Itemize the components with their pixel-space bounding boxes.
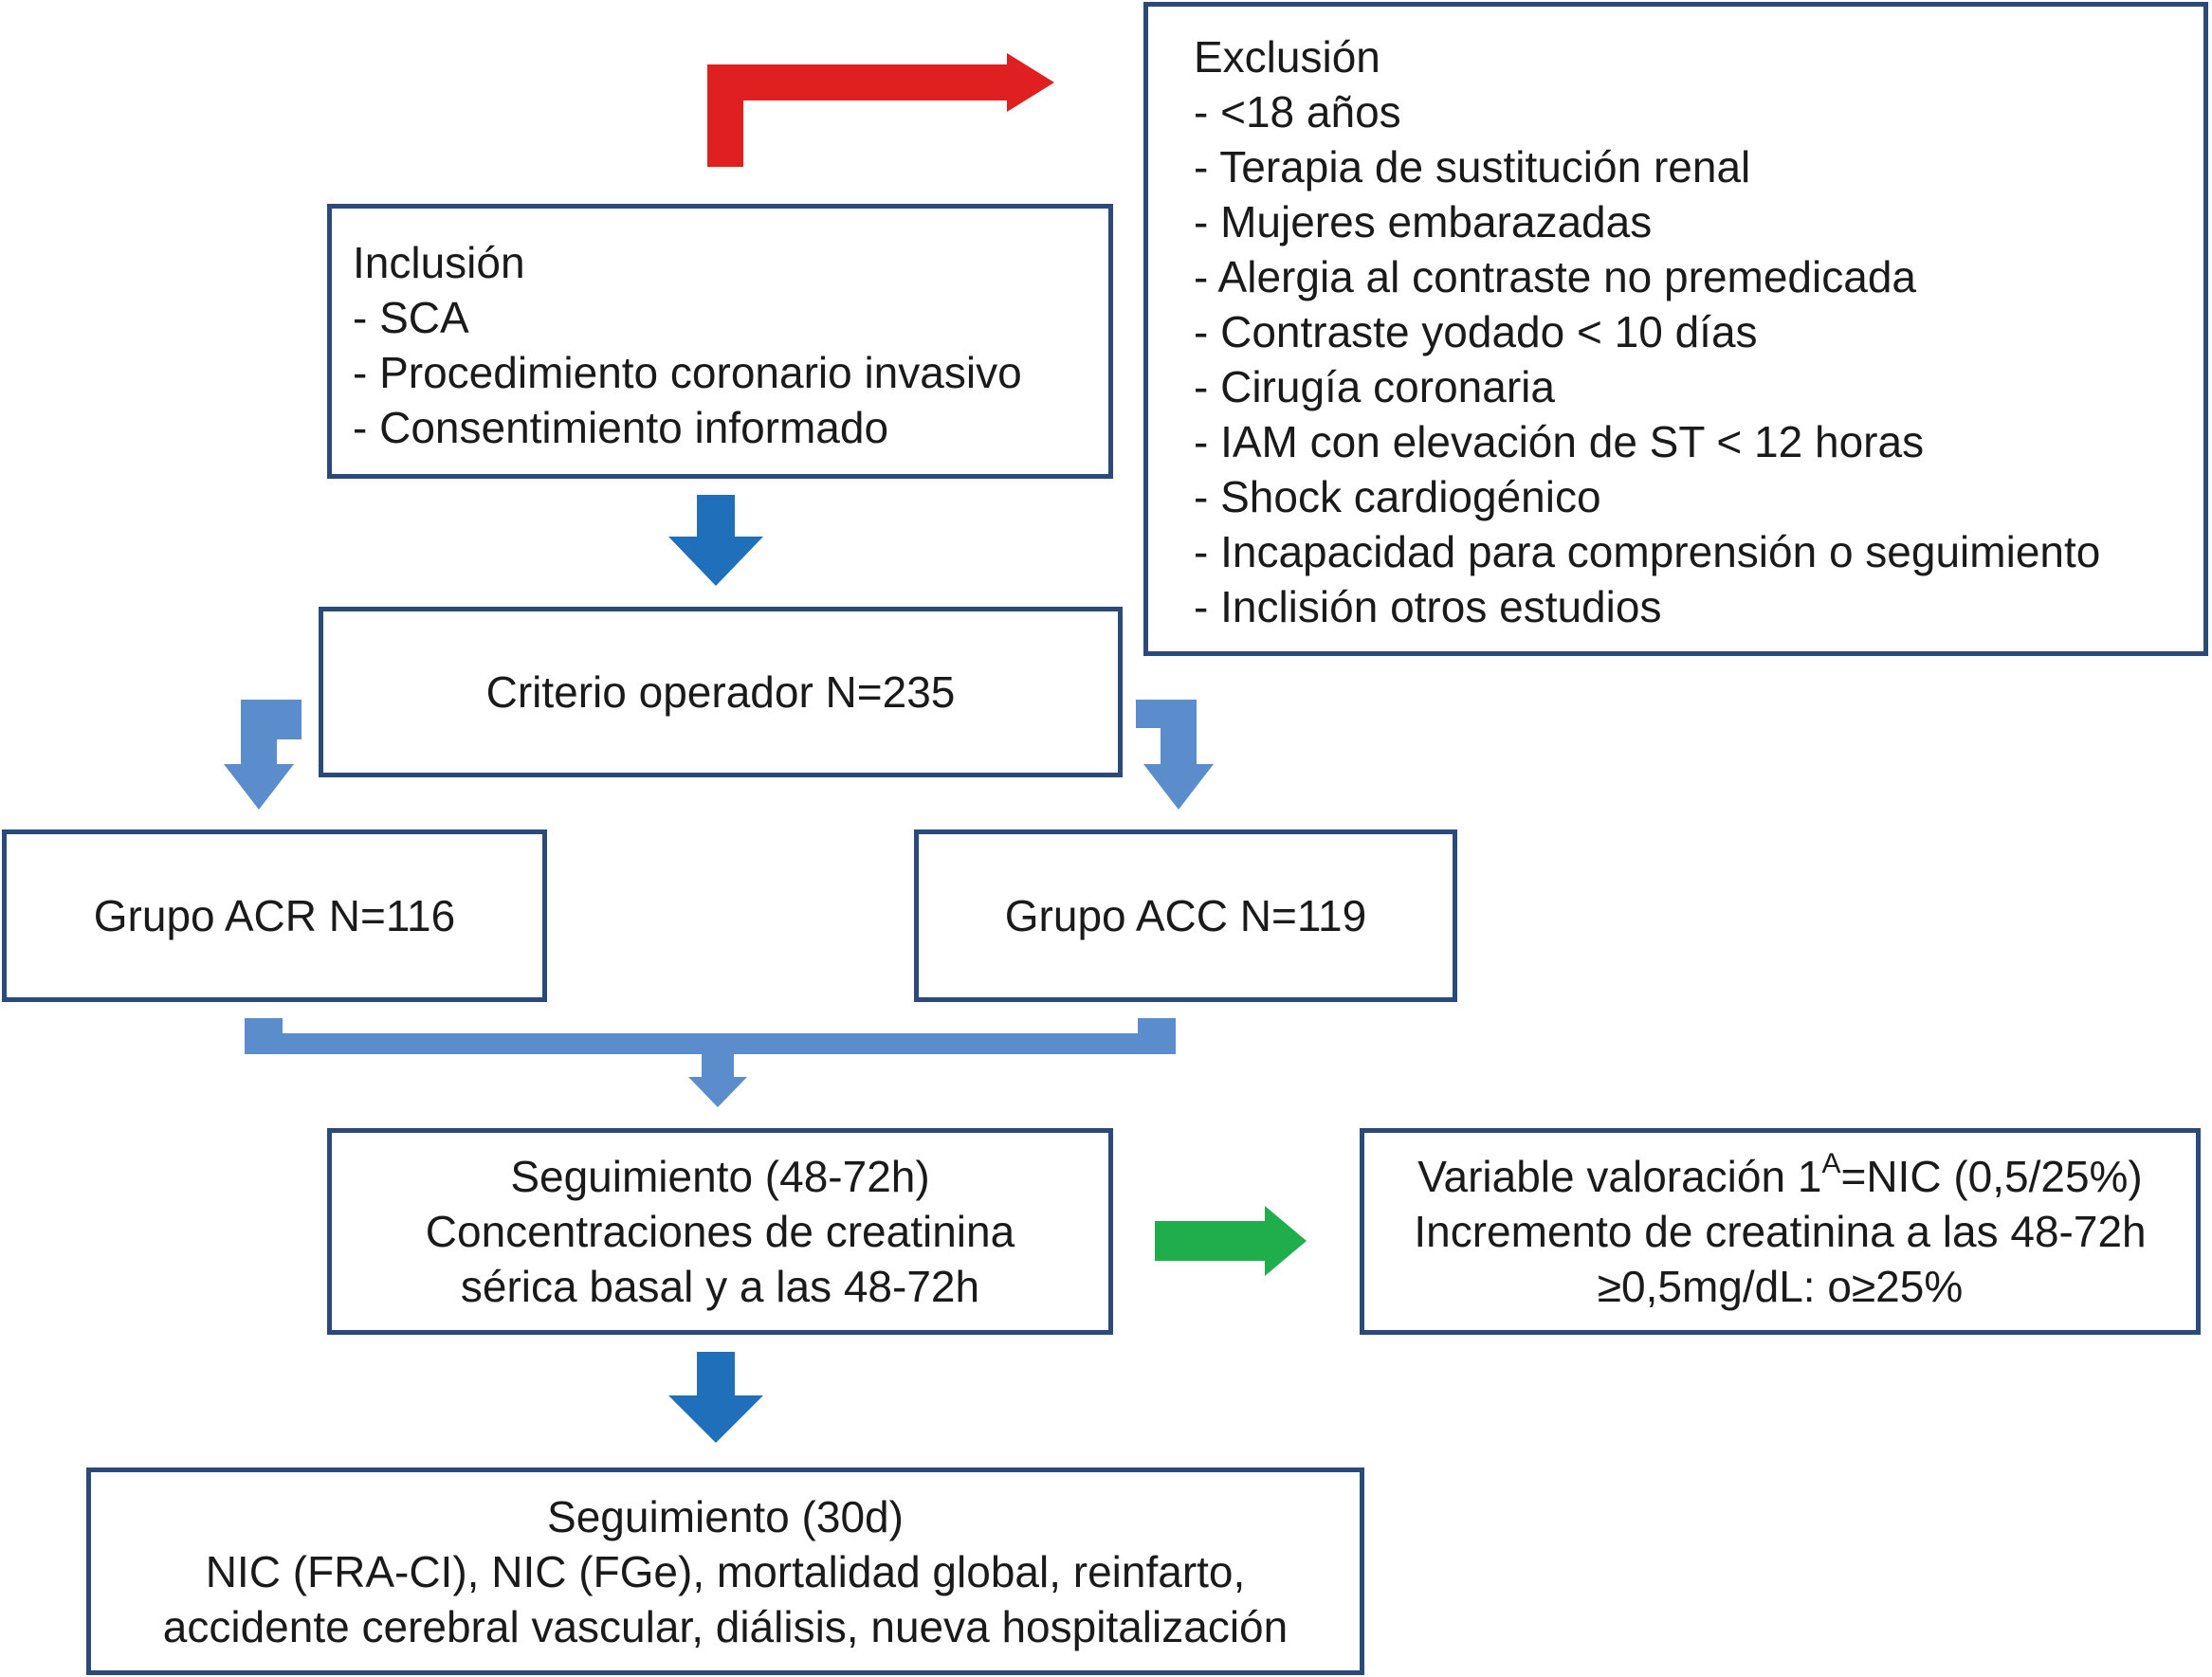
inclusion-title: Inclusión [353, 238, 525, 287]
outcome-variable-superscript: A [1821, 1147, 1841, 1179]
inclusion-item: - SCA [353, 293, 469, 342]
outcome-variable-suffix: =NIC (0,5/25%) [1840, 1152, 2143, 1201]
down-arrow-1 [668, 495, 763, 586]
outcome-variable-prefix: Variable valoración 1 [1417, 1152, 1822, 1201]
operator-box: Criterio operador N=235 [319, 607, 1123, 777]
followup-30d-box: Seguimiento (30d) NIC (FRA-CI), NIC (FGe… [86, 1467, 1364, 1675]
exclusion-item: - Cirugía coronaria [1194, 362, 1555, 411]
exclusion-item: - IAM con elevación de ST < 12 horas [1194, 417, 1925, 466]
exclusion-box: Exclusión - <18 años - Terapia de sustit… [1143, 2, 2208, 656]
elbow-arrow-left [224, 700, 302, 810]
exclusion-item: - Incapacidad para comprensión o seguimi… [1194, 527, 2101, 576]
exclusion-item: - Contraste yodado < 10 días [1194, 307, 1758, 356]
down-arrow-2 [668, 1352, 763, 1443]
outcome-variable-line2: Incremento de creatinina a las 48-72h [1414, 1207, 2147, 1256]
operator-label: Criterio operador N=235 [485, 667, 956, 717]
outcome-variable-box: Variable valoración 1A=NIC (0,5/25%) Inc… [1360, 1128, 2201, 1335]
inclusion-box: Inclusión - SCA - Procedimiento coronari… [327, 204, 1113, 479]
group-acr-label: Grupo ACR N=116 [93, 891, 456, 940]
group-acc-box: Grupo ACC N=119 [914, 829, 1457, 1002]
followup-30d-line: accidente cerebral vascular, diálisis, n… [162, 1601, 1289, 1651]
followup-48-72h-line: Seguimiento (48-72h) [510, 1152, 930, 1201]
followup-48-72h-line: sérica basal y a las 48-72h [460, 1262, 980, 1311]
followup-48-72h-box: Seguimiento (48-72h) Concentraciones de … [327, 1128, 1113, 1335]
exclusion-item: - Shock cardiogénico [1194, 472, 1601, 521]
followup-30d-line: NIC (FRA-CI), NIC (FGe), mortalidad glob… [205, 1546, 1246, 1596]
group-acr-box: Grupo ACR N=116 [2, 829, 547, 1002]
inclusion-item: - Consentimiento informado [353, 403, 889, 452]
outcome-variable-line1: Variable valoración 1A=NIC (0,5/25%) [1417, 1149, 2143, 1204]
outcome-variable-line3: ≥0,5mg/dL: o≥25% [1597, 1262, 1964, 1311]
elbow-arrow-right [1136, 700, 1214, 810]
followup-30d-line: Seguimiento (30d) [547, 1491, 904, 1541]
exclusion-title: Exclusión [1194, 32, 1380, 82]
exclusion-item: - <18 años [1194, 87, 1401, 137]
group-acc-label: Grupo ACC N=119 [1004, 891, 1367, 940]
inclusion-item: - Procedimiento coronario invasivo [353, 348, 1022, 397]
exclusion-item: - Terapia de sustitución renal [1194, 142, 1751, 191]
exclusion-item: - Mujeres embarazadas [1194, 197, 1653, 246]
exclusion-arrow [707, 53, 1054, 167]
exclusion-item: - Alergia al contraste no premedicada [1194, 252, 1916, 301]
outcome-arrow [1155, 1206, 1307, 1276]
followup-48-72h-line: Concentraciones de creatinina [425, 1207, 1015, 1256]
merge-bracket-arrow [245, 1018, 1176, 1107]
exclusion-item: - Inclisión otros estudios [1194, 582, 1662, 631]
